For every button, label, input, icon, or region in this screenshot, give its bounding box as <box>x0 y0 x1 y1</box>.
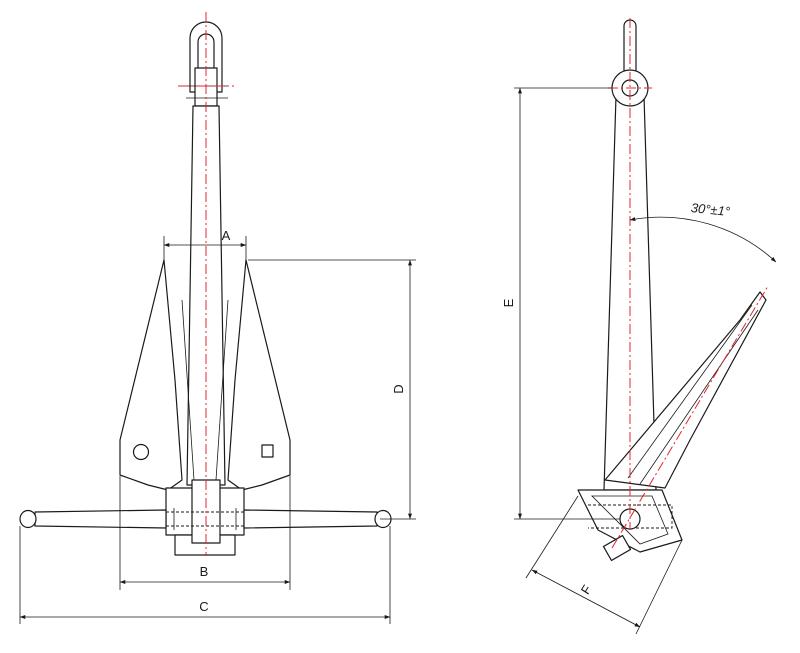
side-crown-tab <box>602 534 632 562</box>
fluke-edge <box>627 304 753 479</box>
angle-arc <box>629 216 777 263</box>
left-fluke <box>119 259 183 491</box>
stock-end-ball <box>19 509 37 529</box>
dimension-c-label: C <box>199 599 208 614</box>
fluke-centerline <box>611 285 769 549</box>
dimension-d-label: D <box>391 384 406 393</box>
dimension-a-label: A <box>222 228 231 243</box>
fluke-edge <box>639 309 759 485</box>
fluke-round-hole <box>132 443 150 461</box>
dimension-f-line <box>531 569 641 628</box>
fluke-inner-edge <box>215 299 229 481</box>
front-dimensions: A D B C <box>19 228 416 624</box>
angle-note: 30°±1° <box>690 200 731 219</box>
stock-bar <box>243 509 378 529</box>
fluke-square-hole <box>261 444 274 458</box>
stock-bar <box>34 509 167 529</box>
side-dimensions: E 30°±1° F <box>501 87 777 635</box>
dimension-e-label: E <box>501 298 516 307</box>
side-head-tab <box>623 19 637 75</box>
fluke-inner-edge <box>181 299 195 481</box>
dimension-b-label: B <box>200 564 209 579</box>
side-view <box>577 18 769 562</box>
dimension-f-label: F <box>578 582 595 597</box>
right-fluke <box>227 259 291 491</box>
front-view <box>19 12 392 556</box>
